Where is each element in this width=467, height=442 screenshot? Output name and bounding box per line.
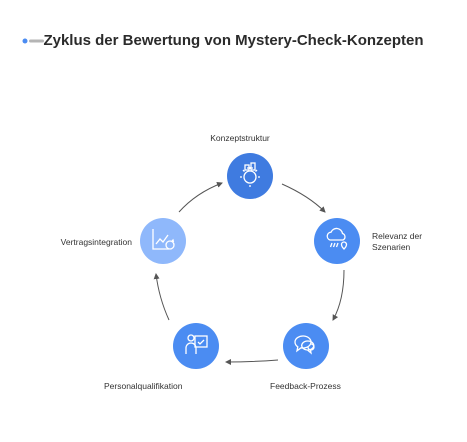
cloud-rain-location-icon [323, 225, 351, 258]
arrow-konzept-to-relevanz [281, 183, 326, 213]
chart-refresh-icon [149, 225, 177, 258]
label-personalqualifikation: Personalqualifikation [104, 381, 183, 391]
label-relevanz-der-szenarien: Relevanz der Szenarien [372, 231, 423, 252]
arrow-feedback-to-personal [225, 358, 279, 365]
napkin-logo [22, 32, 46, 44]
arrow-personal-to-vertrag [153, 273, 170, 321]
node-relevanz-der-szenarien [314, 218, 360, 264]
node-vertragsintegration [140, 218, 186, 264]
label-vertragsintegration: Vertragsintegration [60, 237, 132, 247]
node-konzeptstruktur [227, 153, 273, 199]
label-konzeptstruktur: Konzeptstruktur [210, 133, 270, 143]
label-feedback-prozess: Feedback-Prozess [270, 381, 341, 391]
node-feedback-prozess [283, 323, 329, 369]
person-checkmark-icon [182, 330, 210, 363]
speech-bubbles-icon [292, 330, 320, 363]
arrow-relevanz-to-feedback [332, 269, 345, 321]
structure-gear-icon [236, 160, 264, 193]
arrow-vertrag-to-konzept [178, 181, 223, 213]
node-personalqualifikation [173, 323, 219, 369]
diagram-title: Zyklus der Bewertung von Mystery-Check-K… [43, 32, 424, 49]
